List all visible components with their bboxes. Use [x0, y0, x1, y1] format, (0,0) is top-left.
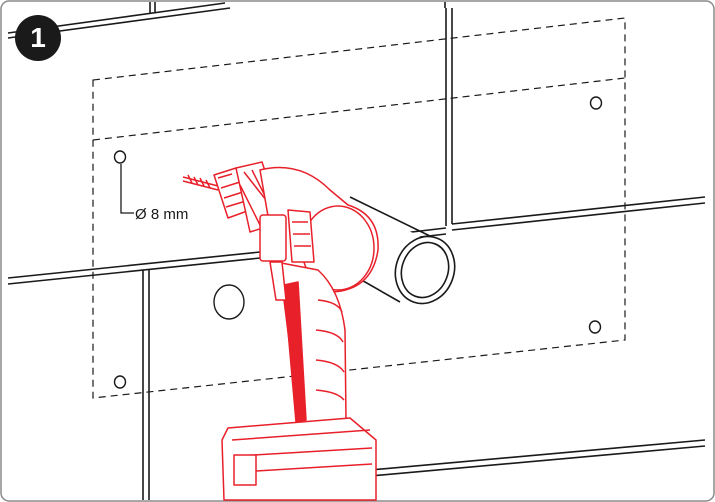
hole-bottom-right [588, 320, 602, 334]
hole-diameter-label: Ø 8 mm [134, 206, 190, 223]
drill-holes [113, 96, 603, 389]
hole-bottom-left [113, 375, 127, 389]
mounting-template [92, 17, 626, 399]
hole-top-left [113, 150, 127, 164]
pipe-opening [213, 284, 245, 320]
wall-tiles [7, 2, 706, 500]
step-number-badge: 1 [15, 15, 61, 61]
dimension-leader [120, 164, 134, 214]
cordless-drill-icon [182, 161, 379, 501]
hole-top-right [589, 96, 603, 110]
